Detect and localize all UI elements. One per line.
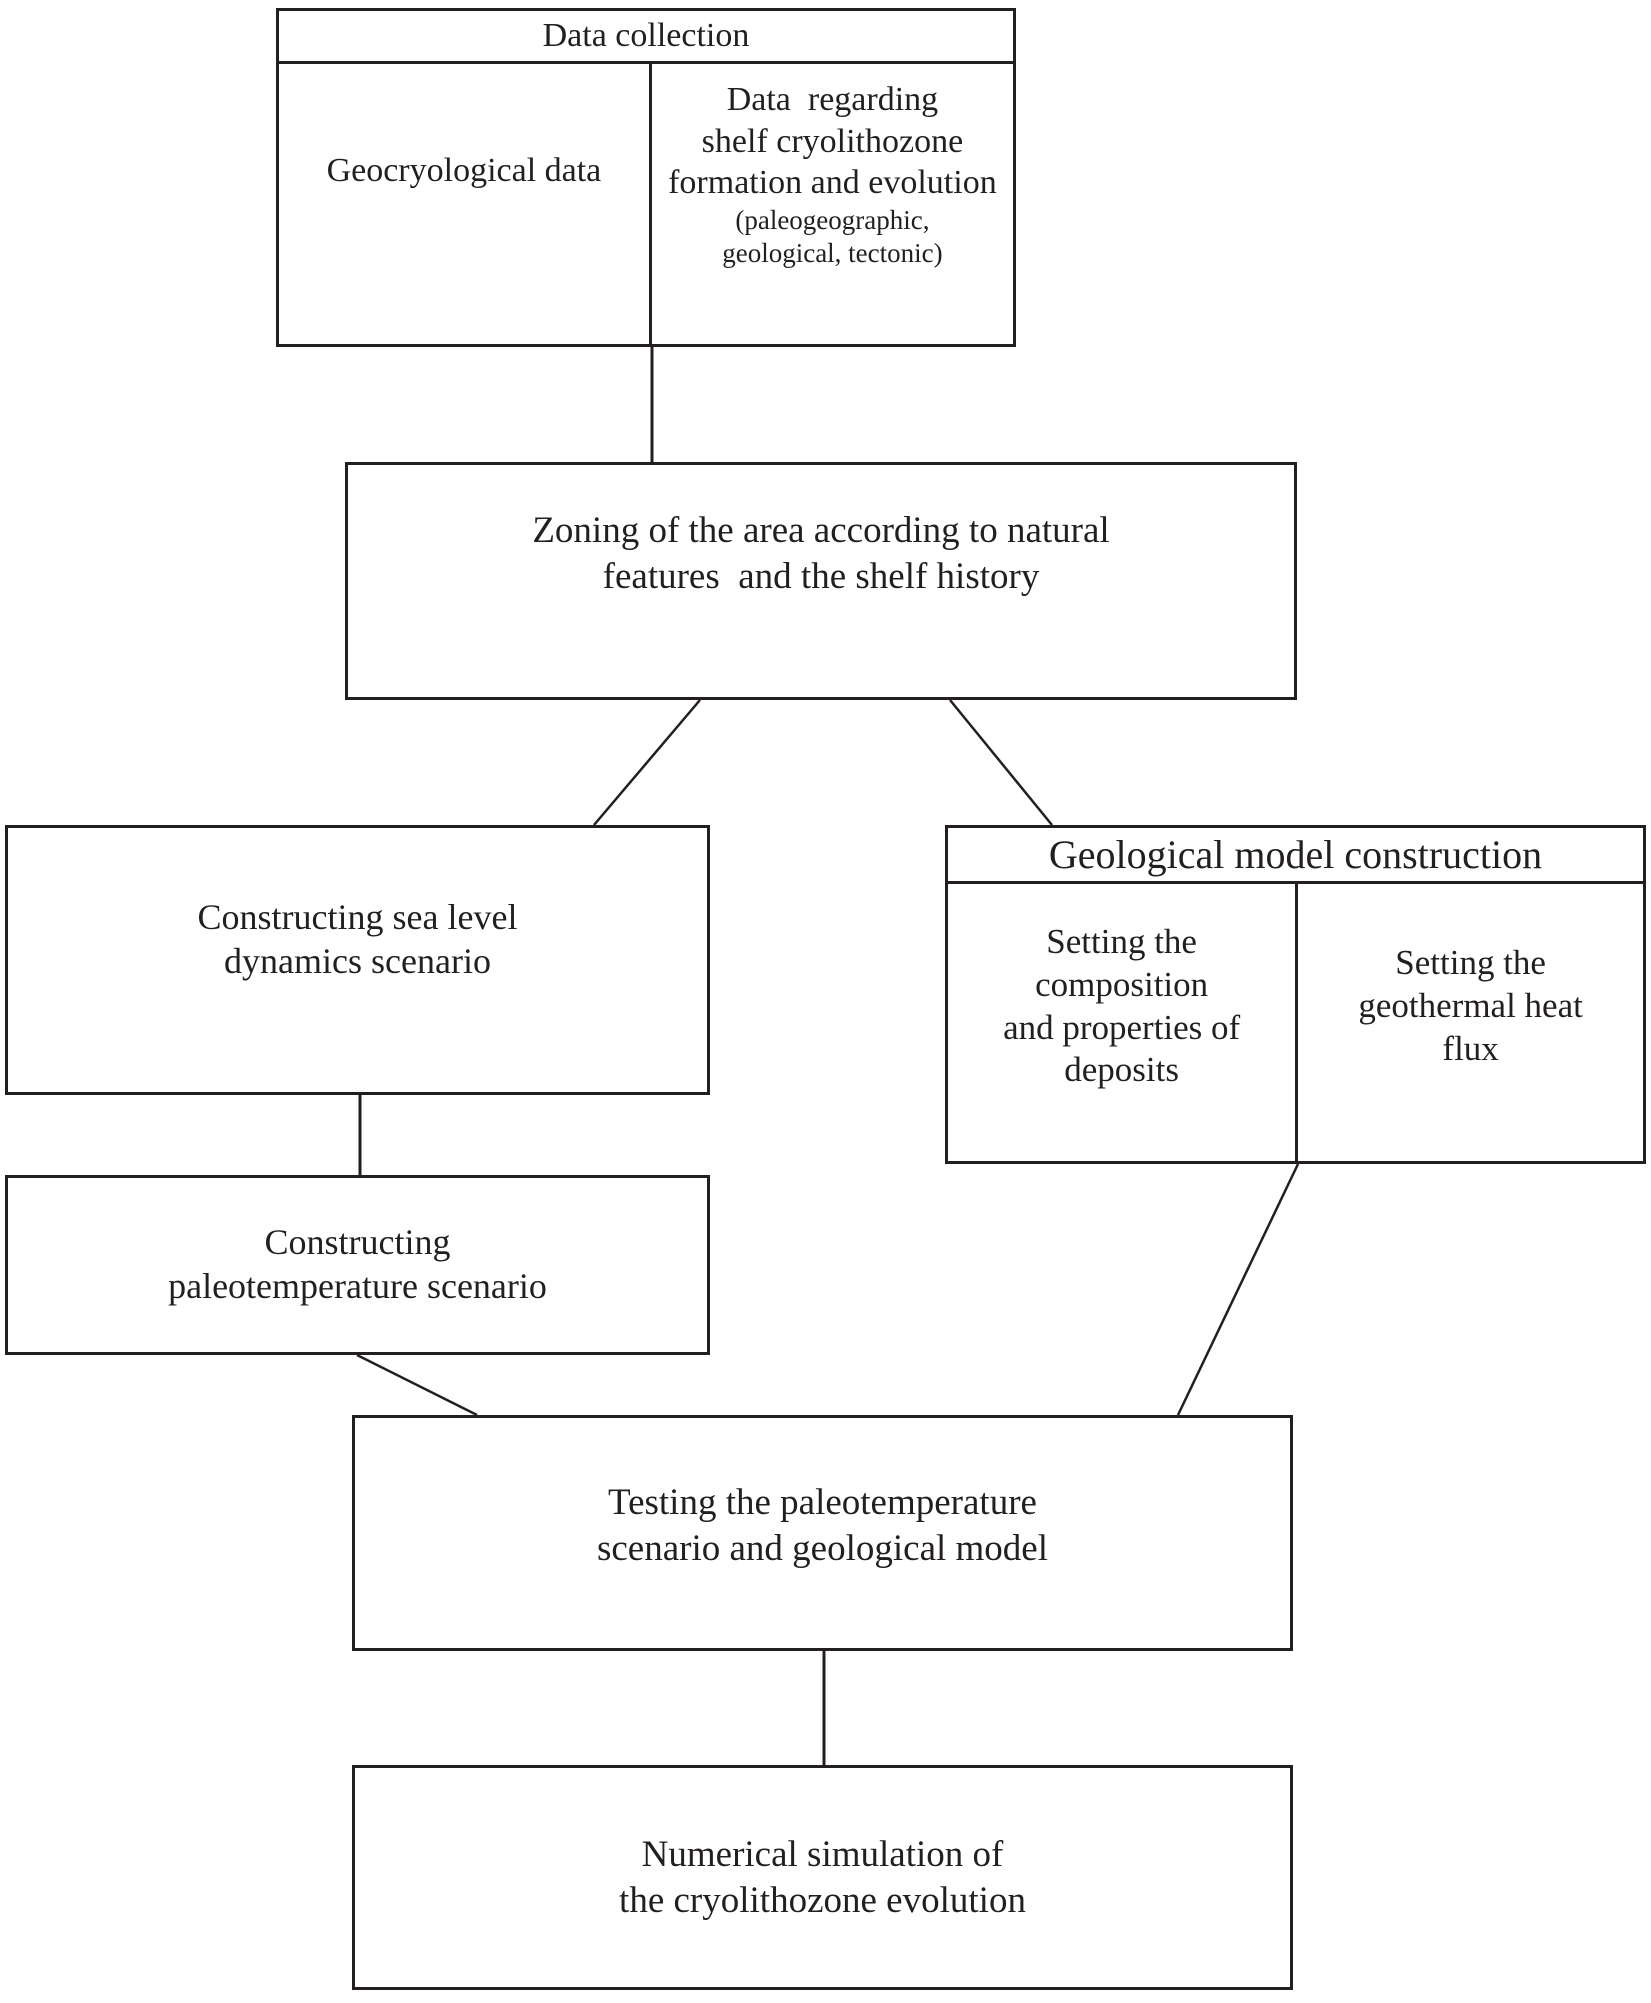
geocryological-data-cell: Geocryological data: [279, 64, 652, 347]
composition-line: Setting the: [1046, 922, 1197, 962]
data-collection-title: Data collection: [279, 11, 1013, 64]
geological-model-title: Geological model construction: [948, 828, 1643, 884]
simulation-line: Numerical simulation of: [641, 1834, 1004, 1876]
connector-geomodel-testing: [1176, 1163, 1300, 1416]
paleotemperature-scenario-box: Constructing paleotemperature scenario: [5, 1175, 710, 1355]
sea-level-line: dynamics scenario: [224, 941, 491, 981]
sea-level-line: Constructing sea level: [197, 897, 518, 938]
connector-zoning-sealevel: [593, 699, 701, 826]
geothermal-line: geothermal heat: [1358, 986, 1583, 1026]
zoning-box: Zoning of the area according to natural …: [345, 462, 1297, 700]
connector-zoning-geomodel: [949, 699, 1053, 826]
testing-line: scenario and geological model: [596, 1527, 1049, 1569]
data-collection-box: Data collection Geocryological data Data…: [276, 8, 1016, 347]
testing-line: Testing the paleotemperature: [608, 1482, 1037, 1524]
shelf-data-note-line: geological, tectonic): [722, 237, 943, 268]
paleotemperature-line: paleotemperature scenario: [168, 1266, 547, 1306]
testing-box: Testing the paleotemperature scenario an…: [352, 1415, 1293, 1651]
geothermal-flux-cell: Setting the geothermal heat flux: [1298, 884, 1643, 1164]
composition-line: composition: [1035, 964, 1209, 1004]
numerical-simulation-box: Numerical simulation of the cryolithozon…: [352, 1765, 1293, 1990]
geothermal-line: flux: [1442, 1028, 1499, 1068]
geological-model-cells: Setting the composition and properties o…: [948, 884, 1643, 1164]
zoning-line: Zoning of the area according to natural: [532, 510, 1110, 552]
data-collection-cells: Geocryological data Data regarding shelf…: [279, 64, 1013, 347]
shelf-data-cell: Data regarding shelf cryolithozone forma…: [652, 64, 1013, 347]
shelf-data-note-line: (paleogeographic,: [735, 204, 930, 235]
composition-line: deposits: [1064, 1050, 1179, 1090]
paleotemperature-line: Constructing: [264, 1222, 451, 1263]
shelf-data-line: Data regarding: [726, 81, 939, 119]
simulation-line: the cryolithozone evolution: [619, 1879, 1026, 1921]
shelf-data-line: shelf cryolithozone: [701, 122, 964, 160]
composition-line: and properties of: [1003, 1007, 1241, 1047]
shelf-data-line: formation and evolution: [668, 164, 997, 202]
composition-properties-cell: Setting the composition and properties o…: [948, 884, 1299, 1164]
zoning-line: features and the shelf history: [602, 555, 1040, 597]
sea-level-scenario-box: Constructing sea level dynamics scenario: [5, 825, 710, 1095]
connector-paleotemp-testing: [356, 1353, 478, 1417]
geological-model-box: Geological model construction Setting th…: [945, 825, 1646, 1164]
geocryological-data-label: Geocryological data: [326, 151, 602, 189]
geothermal-line: Setting the: [1395, 943, 1546, 983]
